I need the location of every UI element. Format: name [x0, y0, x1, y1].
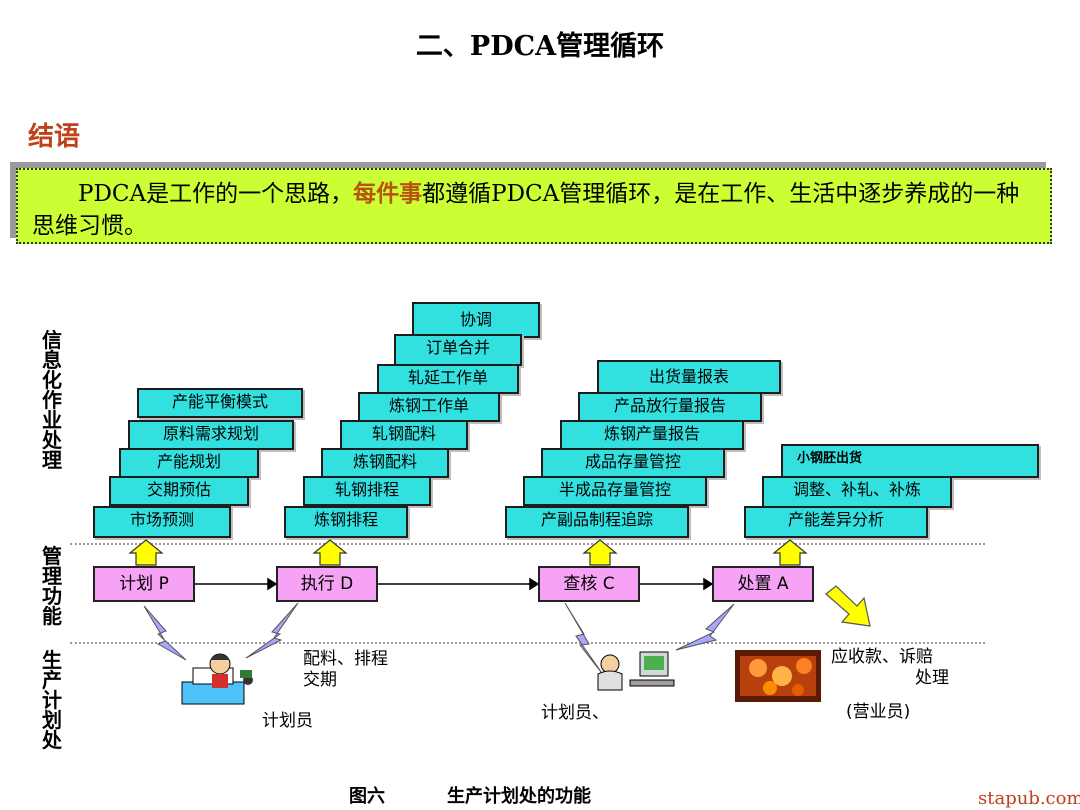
up-arrow-act — [772, 539, 808, 566]
side-label-dept: 生产计划处 — [42, 648, 62, 752]
plan-box-capacity-balance: 产能平衡模式 — [137, 388, 303, 418]
watermark: stapub.com — [978, 788, 1080, 809]
act-outflow-arrow — [825, 585, 871, 627]
note-text-after: 都遵循PDCA管理循环，是在工作、生活中逐步养成的一种思维习惯。 — [32, 181, 1020, 239]
check-box-steel-output-report: 炼钢产量报告 — [560, 420, 744, 450]
process-do: 执行 D — [276, 566, 378, 602]
act-box-billet-shipment: 小钢胚出货 — [781, 444, 1039, 478]
lightning-bolt-do — [245, 602, 299, 659]
note-highlight: 每件事 — [353, 180, 423, 207]
process-plan: 计划 P — [93, 566, 195, 602]
steel-coils-photo — [735, 650, 821, 702]
note-text-before: PDCA是工作的一个思路， — [78, 181, 354, 207]
plan-person-label: 计划员 — [262, 711, 313, 731]
lightning-bolt-plan — [143, 605, 187, 661]
act-person-label: (营业员) — [846, 702, 911, 722]
figure-caption: 生产计划处的功能 — [447, 786, 591, 807]
figure-number: 图六 — [349, 786, 385, 807]
act-note-line-1: 应收款、诉赔 — [831, 647, 933, 667]
up-arrow-do — [312, 539, 348, 566]
process-act: 处置 A — [712, 566, 814, 602]
process-check: 查核 C — [538, 566, 640, 602]
check-person-label: 计划员、 — [541, 703, 609, 723]
act-note-line-2: 处理 — [915, 668, 949, 688]
do-box-rolling-batching: 轧钢配料 — [340, 420, 468, 450]
flow-arrowhead-check-act — [703, 577, 714, 591]
summary-note: PDCA是工作的一个思路，每件事都遵循PDCA管理循环，是在工作、生活中逐步养成… — [16, 168, 1052, 244]
flow-arrowhead-do-check — [529, 577, 540, 591]
side-label-mgmt: 管理功能 — [42, 544, 62, 628]
check-box-semifinished-stock: 半成品存量管控 — [523, 476, 707, 506]
do-box-steelmaking-schedule: 炼钢排程 — [284, 506, 408, 538]
page-title: 二、PDCA管理循环 — [415, 31, 665, 62]
do-box-order-merge: 订单合并 — [394, 334, 522, 366]
check-box-process-tracking: 产副品制程追踪 — [505, 506, 689, 538]
do-note-line-2: 交期 — [303, 670, 337, 690]
plan-box-material-planning: 原料需求规划 — [128, 420, 294, 450]
do-box-steelmaking-batching: 炼钢配料 — [321, 448, 449, 478]
act-box-capacity-variance: 产能差异分析 — [744, 506, 928, 538]
plan-box-delivery-estimate: 交期预估 — [109, 476, 249, 506]
lightning-bolt-check — [564, 602, 605, 677]
computer-operator-icon — [597, 651, 675, 691]
up-arrow-check — [582, 539, 618, 566]
lightning-bolt-act — [675, 603, 735, 651]
planner-icon — [181, 653, 253, 705]
divider-bottom — [70, 642, 985, 644]
flow-arrowhead-plan-do — [267, 577, 278, 591]
side-label-info: 信息化作业处理 — [42, 328, 62, 472]
do-box-rolling-schedule: 轧钢排程 — [303, 476, 431, 506]
do-note-line-1: 配料、排程 — [303, 649, 388, 669]
plan-box-market-forecast: 市场预测 — [93, 506, 231, 538]
do-box-rolling-workorder: 轧延工作单 — [377, 364, 519, 394]
up-arrow-plan — [128, 539, 164, 566]
section-heading: 结语 — [28, 122, 81, 152]
plan-box-capacity-planning: 产能规划 — [119, 448, 259, 478]
divider-top — [70, 543, 985, 545]
